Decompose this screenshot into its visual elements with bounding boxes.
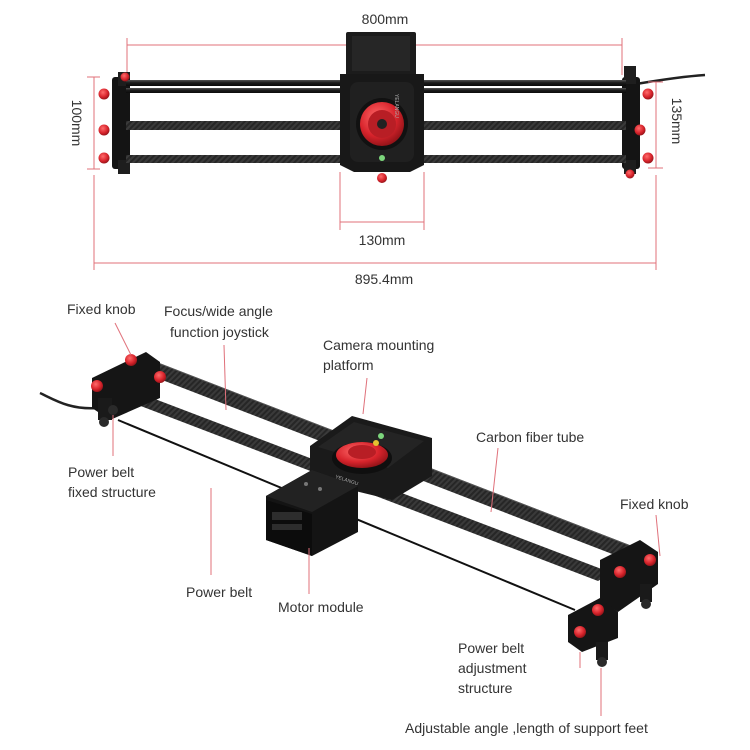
belt-fixed-label-line1: Power belt: [68, 464, 134, 480]
knob-icon: [642, 152, 654, 164]
status-led-icon: [378, 433, 384, 439]
platform-label-line1: Camera mounting: [323, 337, 434, 353]
top-view: 800mm: [69, 11, 706, 287]
dimension-overall-label: 895.4mm: [355, 271, 413, 287]
knob-icon: [644, 554, 656, 566]
fixed-knob-right-label: Fixed knob: [620, 496, 689, 512]
knob-icon: [98, 124, 110, 136]
knob-icon: [98, 152, 110, 164]
joystick-label-line2: function joystick: [170, 324, 270, 340]
belt-fixed-label-line2: fixed structure: [68, 484, 156, 500]
right-end-bracket: [622, 66, 640, 174]
knob-icon: [614, 566, 626, 578]
carbon-tube-label: Carbon fiber tube: [476, 429, 584, 445]
knob-icon: [642, 88, 654, 100]
motor-module-label: Motor module: [278, 599, 364, 615]
knob-icon: [634, 124, 646, 136]
platform-label-line2: platform: [323, 357, 374, 373]
brand-mark: YELANGU: [393, 94, 399, 118]
knob-icon: [377, 173, 387, 183]
dimension-depth-label: 135mm: [669, 98, 685, 145]
power-cable: [635, 73, 706, 86]
belt-adjust-label-line2: adjustment: [458, 660, 527, 676]
dimension-height-label: 100mm: [69, 100, 85, 147]
knob-icon: [125, 354, 137, 366]
knob-icon: [154, 371, 166, 383]
perspective-view: YELANGU Fixed knob Fo: [39, 301, 689, 736]
callout-lines: [112, 322, 661, 716]
power-belt-label: Power belt: [186, 584, 252, 600]
right-end-bracket: [568, 540, 658, 667]
fixed-knob-left-label: Fixed knob: [67, 301, 136, 317]
status-led-icon: [379, 155, 385, 161]
knob-icon: [91, 380, 103, 392]
support-feet-label: Adjustable angle ,length of support feet: [405, 720, 648, 736]
knob-icon: [592, 604, 604, 616]
knob-icon: [625, 169, 635, 179]
dimension-depth: 135mm: [648, 81, 685, 169]
belt-adjust-label-line3: structure: [458, 680, 513, 696]
dimension-platform-label: 130mm: [359, 232, 406, 248]
callout-labels: Fixed knob Focus/wide angle function joy…: [67, 301, 689, 736]
belt-adjust-label-line1: Power belt: [458, 640, 524, 656]
joystick-label-line1: Focus/wide angle: [164, 303, 273, 319]
dimension-overall: 895.4mm: [93, 175, 657, 287]
dimension-platform: 130mm: [339, 172, 425, 248]
top-carriage: YELANGU: [340, 32, 424, 183]
motor-module: [266, 470, 358, 556]
dimension-height: 100mm: [69, 76, 100, 170]
camera-platform: YELANGU: [310, 416, 432, 500]
dimension-length-label: 800mm: [362, 11, 409, 27]
left-end-bracket: [91, 352, 166, 427]
power-cable: [39, 391, 99, 410]
knob-icon: [120, 72, 130, 82]
top-red-knobs: [98, 72, 654, 179]
knob-icon: [98, 88, 110, 100]
knob-icon: [574, 626, 586, 638]
